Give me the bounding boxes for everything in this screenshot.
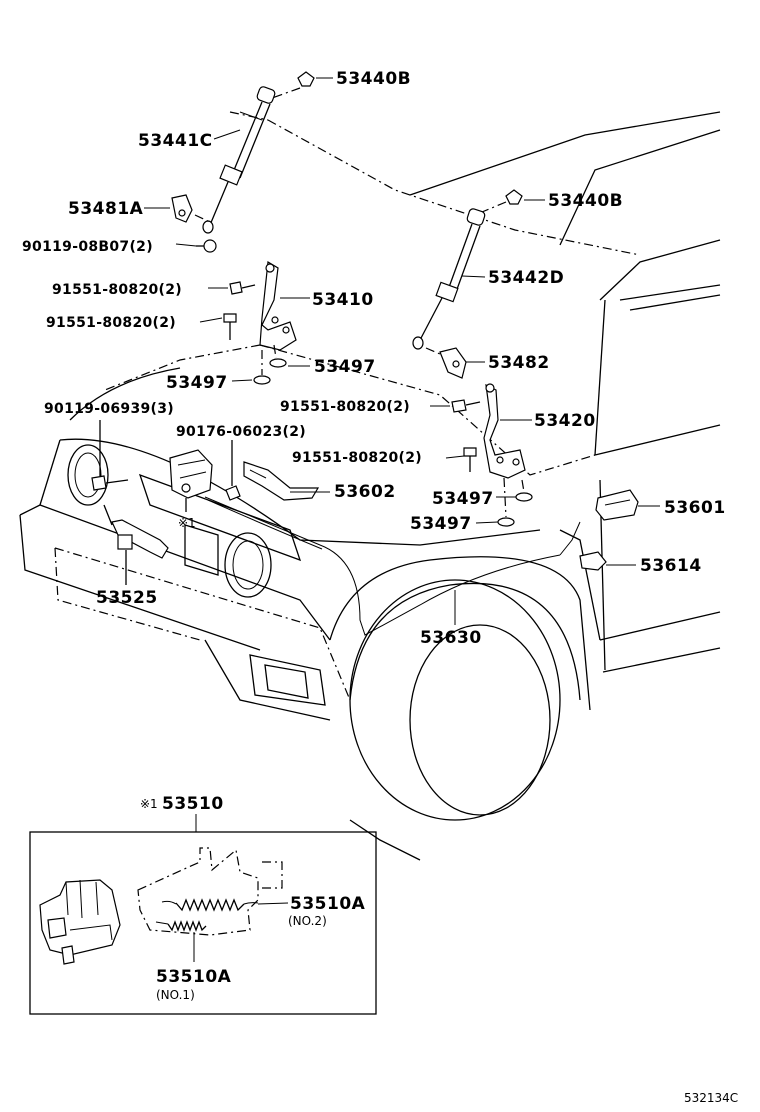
label-53482: 53482	[488, 353, 550, 373]
label-91551-80820-b: 91551-80820(2)	[46, 315, 176, 331]
clip-53440b-top	[271, 71, 315, 99]
label-53410: 53410	[312, 290, 374, 310]
label-53442d: 53442D	[488, 268, 564, 288]
label-53510a-no1: 53510A	[156, 967, 232, 987]
label-53440b-top: 53440B	[336, 69, 411, 89]
label-53510a-no2: 53510A	[290, 894, 366, 914]
inset-title: 53510	[162, 794, 224, 814]
label-53602: 53602	[334, 482, 396, 502]
label-53525: 53525	[96, 588, 158, 608]
leader-lines	[144, 77, 660, 625]
bracket-53482	[425, 347, 467, 379]
label-53614: 53614	[640, 556, 702, 576]
label-53497-b: 53497	[166, 373, 228, 393]
note-mark: ※1	[178, 516, 196, 530]
part-labels: 53440B 53441C 53481A 90119-08B07(2) 9155…	[22, 69, 726, 648]
spring-no2	[161, 898, 289, 912]
label-90119-08b07: 90119-08B07(2)	[22, 239, 153, 255]
label-91551-80820-d: 91551-80820(2)	[292, 450, 422, 466]
label-53440b-right: 53440B	[548, 191, 623, 211]
label-53441c: 53441C	[138, 131, 213, 151]
label-53497-c: 53497	[432, 489, 494, 509]
washers-53497-left	[253, 344, 287, 385]
inset-frame	[29, 831, 377, 1015]
washers-53497-right	[497, 477, 533, 527]
bolts-90119-06939	[91, 420, 129, 491]
label-90176-06023: 90176-06023(2)	[176, 424, 306, 440]
bolt-90119-08b07	[196, 239, 217, 253]
lever-53602	[243, 461, 320, 501]
label-53481a: 53481A	[68, 199, 144, 219]
label-53497-d: 53497	[410, 514, 472, 534]
spring-no1	[155, 920, 207, 962]
label-90119-06939: 90119-06939(3)	[44, 401, 174, 417]
hood-support-right	[412, 208, 486, 350]
label-53420: 53420	[534, 411, 596, 431]
release-cable-53630	[204, 496, 581, 636]
bracket-53481a	[171, 194, 211, 223]
label-53630: 53630	[420, 628, 482, 648]
clip-53440b-right	[481, 189, 523, 213]
inset-53510: ※1 53510 53510A (NO.2	[29, 794, 377, 1015]
hood-lock-outline	[137, 847, 283, 936]
label-53510a-no2-sub: (NO.2)	[288, 914, 327, 928]
hood-support-left	[202, 86, 276, 234]
clamp-53525	[103, 504, 169, 585]
label-91551-80820-c: 91551-80820(2)	[280, 399, 410, 415]
clip-53614	[579, 551, 607, 571]
label-53510a-no1-sub: (NO.1)	[156, 988, 195, 1002]
inset-title-mark: ※1	[140, 797, 158, 811]
hinge-53420	[483, 383, 526, 479]
catalog-code: 532134C	[684, 1091, 738, 1105]
hood-lock-body	[39, 879, 121, 965]
hood-lock-assembly	[169, 449, 213, 512]
label-53497-a: 53497	[314, 357, 376, 377]
label-53601: 53601	[664, 498, 726, 518]
bolts-91551-left	[223, 281, 256, 340]
bolts-91551-right	[451, 399, 481, 472]
label-91551-80820-a: 91551-80820(2)	[52, 282, 182, 298]
nut-90176-06023	[225, 440, 241, 501]
release-handle-53601	[595, 489, 639, 521]
hinge-53410	[259, 261, 297, 351]
